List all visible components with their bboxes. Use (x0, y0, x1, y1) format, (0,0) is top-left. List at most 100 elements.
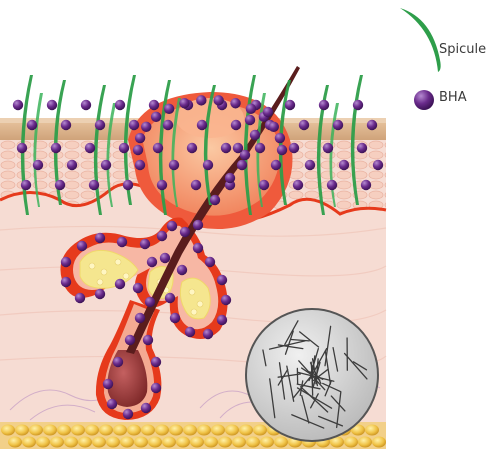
bha-molecule (220, 294, 232, 306)
fat-cell (260, 436, 274, 448)
sebum-bubble (188, 288, 196, 296)
bha-molecule (128, 119, 140, 131)
bha-molecule (192, 219, 204, 231)
needle (299, 386, 329, 413)
bha-molecule (66, 159, 78, 171)
bha-molecules (12, 95, 384, 420)
fat-cell (155, 424, 169, 436)
bha-molecule (202, 328, 214, 340)
bha-molecule (124, 334, 136, 346)
bha-molecule (144, 296, 156, 308)
bha-molecule (122, 408, 134, 420)
bha-molecule (141, 121, 152, 132)
bha-molecule (60, 276, 72, 288)
fat-cell (358, 436, 372, 448)
bha-molecule (360, 179, 372, 191)
bha-molecule (179, 226, 191, 238)
sebum-bubble (196, 300, 204, 308)
spicule (316, 85, 329, 215)
spicule-icon (400, 8, 441, 72)
bha-molecule (12, 99, 24, 111)
bha-molecule (152, 142, 164, 154)
bha-molecule (150, 356, 162, 368)
spicule (106, 103, 116, 207)
fat-cell (64, 436, 78, 448)
needle (315, 358, 319, 385)
sebum-bubble (190, 308, 198, 316)
bha-molecule (318, 99, 330, 111)
fat-cell (344, 436, 358, 448)
fat-cell (36, 436, 50, 448)
needle (291, 414, 325, 429)
bha-molecule (204, 256, 216, 268)
bha-molecule (60, 119, 72, 131)
needle (318, 415, 344, 427)
bha-molecule (258, 179, 270, 191)
bha-molecule (372, 159, 384, 171)
bha-molecule (245, 103, 257, 115)
fat-cell (365, 424, 379, 436)
bha-molecule (304, 159, 316, 171)
bha-molecule (292, 179, 304, 191)
fat-cell (22, 436, 36, 448)
bha-molecule (322, 142, 334, 154)
bha-molecule (230, 98, 241, 109)
bha-molecule (80, 99, 92, 111)
bha-molecule (94, 288, 106, 300)
bha-molecule (192, 242, 204, 254)
fat-cell (176, 436, 190, 448)
bha-molecule (148, 99, 160, 111)
bha-molecule (116, 236, 128, 248)
bha-molecule (54, 179, 66, 191)
bha-molecule (236, 159, 248, 171)
bha-molecule (16, 142, 28, 154)
fat-cell (120, 436, 134, 448)
bha-molecule (196, 95, 207, 106)
pimple-head (176, 98, 244, 138)
bha-molecule (196, 119, 208, 131)
bha-molecule (190, 179, 202, 191)
legend-bha-label: BHA (439, 90, 467, 105)
fat-cell (190, 436, 204, 448)
fat-cell (372, 436, 386, 448)
fat-cell (43, 424, 57, 436)
fat-cell (225, 424, 239, 436)
bha-molecule (166, 220, 178, 232)
needle (262, 349, 267, 367)
bha-molecule (276, 144, 288, 156)
sebum-bubble (114, 258, 122, 266)
needle (296, 383, 321, 390)
spicule (278, 80, 291, 205)
fat-cell (127, 424, 141, 436)
bha-molecule (60, 256, 72, 268)
bha-molecule (209, 194, 221, 206)
bha-molecule (150, 382, 162, 394)
bha-molecule (202, 159, 214, 171)
bha-molecule (270, 159, 282, 171)
bha-molecule (156, 179, 168, 191)
bha-molecule (140, 402, 152, 414)
bha-molecule (332, 119, 344, 131)
fat-cell (78, 436, 92, 448)
bha-molecule (156, 230, 168, 242)
bha-molecule (76, 240, 88, 252)
spicule (256, 93, 266, 207)
fat-cell (239, 424, 253, 436)
bha-molecule (122, 179, 134, 191)
bha-molecule (106, 398, 118, 410)
bha-molecule (74, 292, 86, 304)
bha-molecule (230, 119, 242, 131)
spicule (53, 80, 66, 205)
needle (284, 320, 299, 346)
bha-molecule (139, 238, 151, 250)
bha-molecule (216, 314, 228, 326)
bha-molecule (88, 179, 100, 191)
bha-molecule (164, 292, 176, 304)
fat-cell (232, 436, 246, 448)
sebum-bubble (100, 268, 108, 276)
bha-molecule (84, 142, 96, 154)
needle (330, 395, 346, 412)
magnifier-circle-icon (245, 308, 379, 442)
fat-cell (169, 424, 183, 436)
bha-molecule (142, 334, 154, 346)
